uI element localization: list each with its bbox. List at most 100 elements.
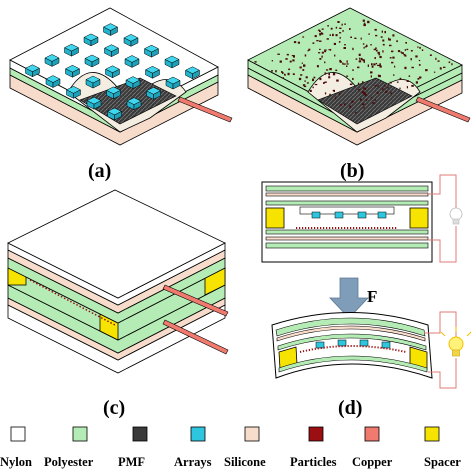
- particle: [338, 92, 341, 95]
- particle: [292, 73, 295, 75]
- particle: [399, 87, 401, 90]
- particle: [406, 86, 408, 89]
- particle: [335, 26, 338, 29]
- array-cube: [72, 68, 80, 78]
- particle: [385, 90, 388, 93]
- particle: [378, 53, 381, 56]
- particle: [392, 34, 395, 37]
- particle: [352, 47, 354, 51]
- array-cube: [132, 79, 141, 89]
- particle: [324, 72, 327, 75]
- particle: [314, 83, 318, 86]
- particle: [379, 65, 382, 68]
- particle: [343, 47, 346, 49]
- particle: [363, 60, 365, 63]
- particle: [324, 50, 327, 53]
- array-cube: [171, 59, 180, 69]
- particle: [309, 89, 312, 92]
- particle: [418, 59, 421, 62]
- particle: [363, 46, 365, 49]
- particle: [324, 81, 327, 83]
- particle: [312, 78, 314, 80]
- particle: [355, 112, 357, 114]
- array-cube: [91, 58, 100, 68]
- array-cube: [110, 26, 118, 36]
- legend-label-particles: Particles: [290, 455, 337, 469]
- particle: [357, 66, 360, 69]
- particle: [401, 52, 404, 54]
- panel-b-device: [247, 7, 471, 146]
- particle: [410, 58, 412, 61]
- particle: [377, 64, 380, 67]
- particle: [316, 65, 319, 68]
- particle: [289, 60, 292, 63]
- panel-d-flat-section: [261, 174, 457, 263]
- particle: [373, 63, 376, 66]
- particle: [404, 49, 406, 51]
- particle: [364, 93, 367, 96]
- array-cube: [153, 90, 161, 100]
- particle: [307, 50, 309, 52]
- particle: [388, 38, 391, 41]
- particle: [411, 84, 414, 87]
- particle: [360, 37, 362, 40]
- lightbulb-off-icon: [449, 207, 463, 225]
- particle: [342, 30, 344, 32]
- particle: [271, 70, 273, 72]
- particle: [419, 46, 421, 49]
- particle: [419, 76, 422, 79]
- particle: [362, 59, 365, 62]
- particle: [342, 62, 344, 65]
- particle: [335, 69, 338, 71]
- particle: [370, 75, 372, 78]
- particle: [328, 49, 330, 51]
- particle: [351, 100, 354, 103]
- particle: [408, 75, 411, 77]
- particle: [300, 74, 303, 76]
- particle: [406, 48, 409, 51]
- particle: [303, 85, 307, 88]
- particle: [397, 50, 401, 53]
- particle: [341, 23, 343, 26]
- particle: [377, 51, 380, 54]
- particle: [282, 71, 284, 74]
- legend-swatch-nylon: [10, 426, 26, 442]
- particle: [396, 40, 398, 43]
- particle: [359, 57, 361, 60]
- array-cube: [111, 47, 119, 58]
- particle: [318, 52, 321, 54]
- particle: [411, 66, 414, 69]
- particle: [362, 43, 365, 45]
- particle: [286, 53, 289, 56]
- legend-label-silicone: Silicone: [224, 455, 266, 469]
- particle: [344, 23, 346, 25]
- particle: [339, 27, 342, 29]
- particle: [329, 34, 331, 36]
- particle: [374, 85, 377, 87]
- particle: [363, 107, 365, 109]
- particle: [375, 34, 378, 37]
- particle: [304, 80, 306, 82]
- particle: [339, 104, 342, 106]
- particle: [288, 68, 291, 71]
- particle: [338, 41, 341, 43]
- particle: [319, 33, 322, 36]
- array-cube: [151, 48, 159, 58]
- particle: [319, 40, 322, 42]
- particle: [410, 50, 413, 52]
- particle: [439, 67, 442, 70]
- particle: [333, 42, 336, 45]
- particle: [343, 63, 346, 65]
- particle: [344, 44, 346, 46]
- panel-a-array-cubes: [24, 23, 201, 121]
- panel-b-caption: (b): [340, 160, 364, 182]
- particle: [282, 77, 284, 79]
- particle: [285, 58, 288, 60]
- particle: [314, 35, 317, 38]
- particle: [390, 92, 392, 95]
- particle: [279, 60, 282, 63]
- particle: [379, 63, 381, 66]
- particle: [425, 69, 428, 72]
- panel-c-caption: (c): [103, 397, 125, 419]
